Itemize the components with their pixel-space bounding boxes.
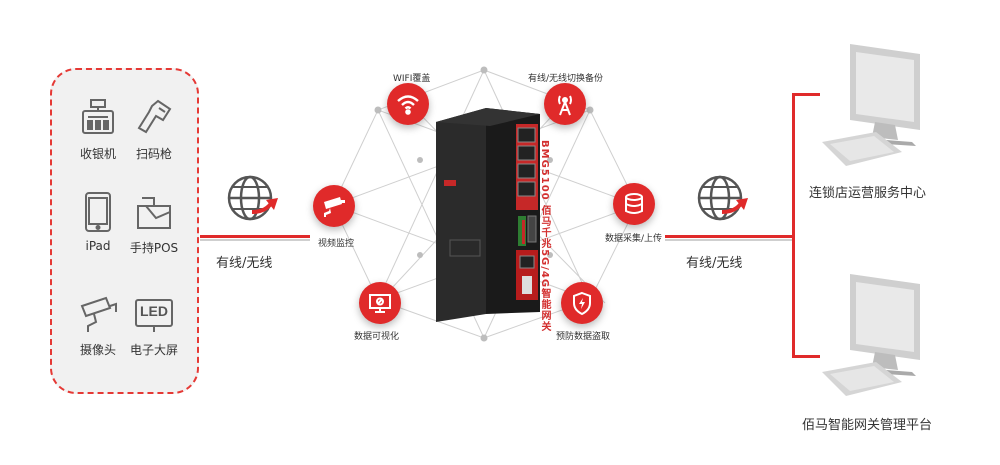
globe-icon [694, 172, 750, 232]
feature-backup [544, 83, 586, 125]
device-label: iPad [85, 239, 111, 253]
router-caption: BMG5100 佰马千兆5G/4G智能网关 [539, 140, 550, 333]
monitor-icon [369, 294, 391, 313]
shield-icon [573, 291, 591, 316]
device-ipad: iPad [68, 190, 128, 253]
right-link-label: 有线/无线 [686, 256, 743, 271]
device-handheld-pos: 手持POS [124, 190, 184, 256]
feature-label: 数据可视化 [354, 332, 400, 342]
handheld-pos-icon [132, 190, 176, 234]
feature-label: 有线/无线切换备份 [528, 74, 604, 84]
device-led-screen: LED 电子大屏 [124, 292, 184, 358]
left-link-label: 有线/无线 [216, 256, 273, 271]
feature-visualization [359, 282, 401, 324]
cash-register-icon [76, 96, 120, 140]
feature-security [561, 282, 603, 324]
left-link-line-gray [200, 239, 310, 241]
globe-icon [224, 172, 280, 232]
barcode-scanner-icon [132, 96, 176, 140]
computer-icon [820, 40, 940, 174]
bracket-top [792, 93, 820, 96]
device-camera: 摄像头 [68, 292, 128, 358]
right-link-line-gray [665, 239, 795, 241]
device-label: 电子大屏 [129, 343, 178, 357]
feature-label: 数据采集/上传 [605, 234, 663, 244]
device-label: 收银机 [79, 147, 116, 161]
feature-label: 预防数据盗取 [556, 332, 611, 342]
antenna-icon [558, 95, 572, 116]
led-screen-icon: LED [132, 292, 176, 336]
feature-label: 视频监控 [318, 239, 355, 249]
device-label: 摄像头 [79, 343, 116, 357]
destination-bracket [792, 93, 795, 358]
tablet-icon [76, 190, 120, 234]
led-text: LED [140, 303, 168, 319]
device-label: 手持POS [129, 241, 179, 255]
feature-wifi [387, 83, 429, 125]
cctv-icon [324, 197, 345, 217]
device-label: 扫码枪 [135, 147, 172, 161]
wifi-icon [397, 95, 419, 115]
destination-label: 连锁店运营服务中心 [809, 186, 927, 201]
device-panel [50, 68, 199, 394]
camera-icon [76, 292, 120, 336]
feature-data-collect [613, 183, 655, 225]
feature-label: WIFI覆盖 [393, 74, 431, 84]
database-icon [625, 193, 643, 214]
left-link-line [200, 235, 310, 238]
device-cash-register: 收银机 [68, 96, 128, 162]
computer-icon [820, 270, 940, 404]
right-link-line [665, 235, 795, 238]
destination-label: 佰马智能网关管理平台 [802, 418, 933, 433]
device-barcode-scanner: 扫码枪 [124, 96, 184, 162]
router-device [430, 100, 546, 322]
feature-video [313, 185, 355, 227]
bracket-bottom [792, 355, 820, 358]
